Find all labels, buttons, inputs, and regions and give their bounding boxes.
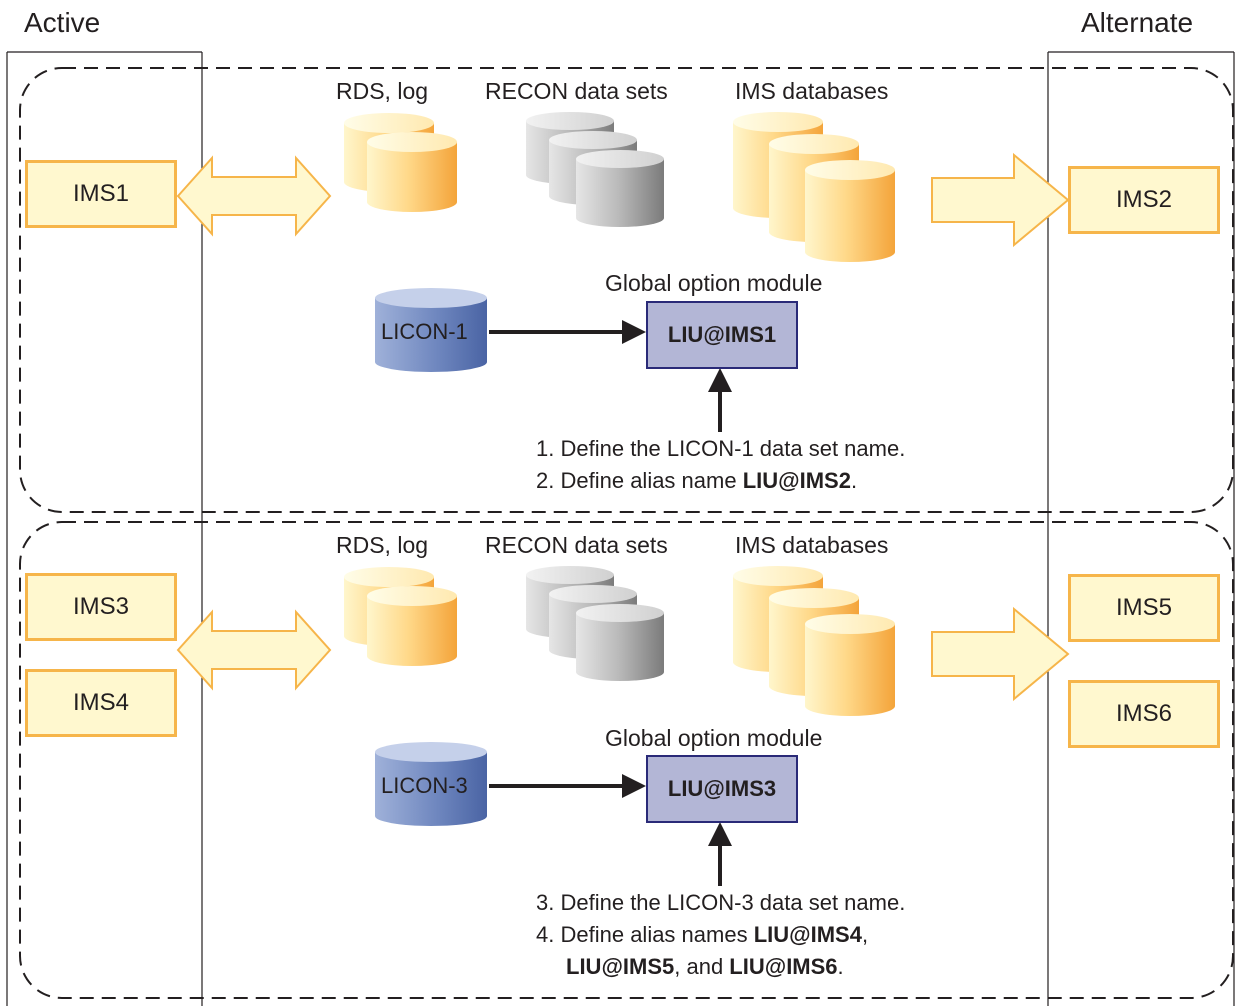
ims-databases-icon [733,566,895,716]
bidirectional-arrow [176,155,332,237]
active-header: Active [24,7,101,38]
licon-label: LICON-1 [381,319,468,344]
step-item: 2. Define alias name LIU@IMS2. [536,467,858,493]
ims-databases-label: IMS databases [735,532,889,558]
alternate-system-ims6: IMS6 [1068,680,1220,748]
recon-label: RECON data sets [485,78,668,104]
step-list: 1. Define the LICON-1 data set name. 2. … [536,433,905,497]
group-2-dashed-boundary [19,521,1234,999]
recon-data-sets-icon [526,112,664,227]
step-to-gom-arrow [708,368,732,432]
rds-log-label: RDS, log [336,78,429,104]
global-option-module-label: Global option module [605,725,823,751]
takeover-arrow [931,606,1070,702]
licon-3-cylinder [375,742,487,826]
step-to-gom-arrow [708,822,732,886]
group-1-dashed-boundary [19,67,1234,513]
active-system-ims1: IMS1 [25,160,177,228]
step-item: 1. Define the LICON-1 data set name. [536,436,906,461]
step-item: 4. Define alias names LIU@IMS4, [536,921,869,947]
step-item: 3. Define the LICON-3 data set name. [536,890,906,915]
global-option-module-box: LIU@IMS1 [646,301,798,369]
rds-log-label: RDS, log [336,532,429,558]
licon-to-gom-arrow [489,320,646,344]
alternate-header: Alternate [1081,7,1194,38]
licon-to-gom-arrow [489,774,646,798]
ims-databases-icon [733,112,895,262]
global-option-module-label: Global option module [605,270,823,296]
step-item-continuation: LIU@IMS5, and LIU@IMS6. [566,953,844,979]
global-option-module-box: LIU@IMS3 [646,755,798,823]
takeover-arrow [931,152,1070,248]
rds-log-icon [344,567,457,666]
alternate-system-ims2: IMS2 [1068,166,1220,234]
licon-label: LICON-3 [381,773,468,798]
active-system-ims4: IMS4 [25,669,177,737]
recon-data-sets-icon [526,566,664,681]
active-system-ims3: IMS3 [25,573,177,641]
rds-log-icon [344,113,457,212]
alternate-system-ims5: IMS5 [1068,574,1220,642]
step-list: 3. Define the LICON-3 data set name. 4. … [536,887,905,983]
bidirectional-arrow [176,609,332,691]
recon-label: RECON data sets [485,532,668,558]
ims-databases-label: IMS databases [735,78,889,104]
licon-1-cylinder [375,288,487,372]
